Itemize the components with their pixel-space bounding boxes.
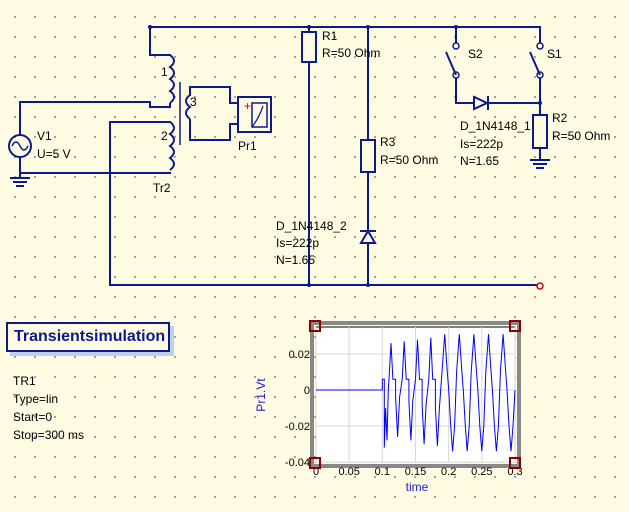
coil-icon (168, 54, 175, 104)
pr1-name: Pr1 (238, 139, 257, 153)
r3-name: R3 (380, 135, 396, 149)
d1-name: D_1N4148_1 (460, 119, 531, 133)
x-axis-label: time (406, 480, 429, 494)
x-tick-label: 0.1 (375, 466, 390, 478)
r2-name: R2 (552, 111, 568, 125)
resize-handle-bottom-right[interactable] (509, 457, 521, 469)
tr2-pin3: 3 (190, 95, 197, 109)
d1-n: N=1.65 (460, 154, 499, 168)
x-tick-label: 0.15 (405, 466, 426, 478)
tr2-pin2: 2 (161, 129, 168, 143)
coil-icon (185, 94, 192, 120)
y-tick-labels: 0.02 0 -0.02 -0.04 (285, 349, 310, 469)
d1-is: Is=222p (460, 137, 503, 151)
y-axis-label: Pr1.Vt (254, 378, 268, 412)
r1-name: R1 (322, 29, 338, 43)
v1-name: V1 (37, 129, 52, 143)
transformer-tr2[interactable]: 1 2 3 Tr2 (153, 54, 197, 195)
simulation-params: TR1 Type=lin Start=0 Stop=300 ms (13, 372, 84, 444)
coil-icon (168, 121, 175, 171)
sim-name: TR1 (13, 374, 36, 388)
transient-simulation-block[interactable]: Transientsimulation (6, 322, 170, 352)
r2-param: R=50 Ohm (552, 129, 610, 143)
r1-param: R=50 Ohm (322, 46, 380, 60)
resize-handle-top-right[interactable] (509, 320, 521, 332)
d2-n: N=1.65 (276, 253, 315, 267)
d2-is: Is=222p (276, 236, 319, 250)
ac-source-icon (8, 134, 32, 158)
y-tick-label: -0.02 (285, 421, 310, 433)
graph-frame (310, 321, 521, 468)
switch-s2[interactable]: S2 (445, 42, 483, 79)
switch-s1[interactable]: S1 (529, 42, 562, 79)
y-tick-label: -0.04 (285, 457, 310, 469)
ground-icon-r2 (530, 159, 550, 169)
wires (19, 26, 541, 286)
wire-junctions (148, 25, 542, 287)
voltage-source-v1[interactable]: V1 U=5 V (8, 129, 71, 161)
resize-handle-bottom-left[interactable] (309, 457, 321, 469)
diode-d-1n4148-1[interactable]: D_1N4148_1 Is=222p N=1.65 (460, 95, 531, 168)
diode-d-1n4148-2[interactable]: D_1N4148_2 Is=222p N=1.65 (276, 219, 377, 267)
ground-icon-v1 (10, 177, 30, 187)
pr1-vt-trace (316, 334, 516, 452)
x-tick-label: 0.05 (338, 466, 359, 478)
voltage-probe-pr1[interactable]: + Pr1 (237, 96, 272, 153)
resistor-r1[interactable]: R1 R=50 Ohm (301, 29, 380, 63)
s1-name: S1 (547, 47, 562, 61)
tr2-pin1: 1 (161, 65, 168, 79)
y-tick-label: 0 (304, 385, 310, 397)
tr2-name: Tr2 (153, 181, 171, 195)
meter-needle-icon (251, 105, 264, 128)
pr1-plus: + (244, 99, 251, 113)
r3-param: R=50 Ohm (380, 153, 438, 167)
resistor-r2[interactable]: R2 R=50 Ohm (532, 111, 610, 149)
sim-start: Start=0 (13, 410, 53, 424)
sim-stop: Stop=300 ms (13, 428, 85, 442)
d2-name: D_1N4148_2 (276, 219, 347, 233)
s2-name: S2 (468, 47, 483, 61)
x-tick-label: 0.2 (441, 466, 456, 478)
resize-handles[interactable] (309, 320, 521, 469)
resistor-r3[interactable]: R3 R=50 Ohm (360, 135, 438, 173)
y-tick-label: 0.02 (289, 349, 310, 361)
simulation-title: Transientsimulation (14, 328, 166, 345)
sim-type: Type=lin (13, 392, 59, 406)
x-tick-label: 0 (313, 466, 319, 478)
v1-param: U=5 V (37, 147, 71, 161)
x-tick-label: 0.25 (471, 466, 492, 478)
resize-handle-top-left[interactable] (309, 320, 321, 332)
open-node-icon (536, 282, 544, 290)
